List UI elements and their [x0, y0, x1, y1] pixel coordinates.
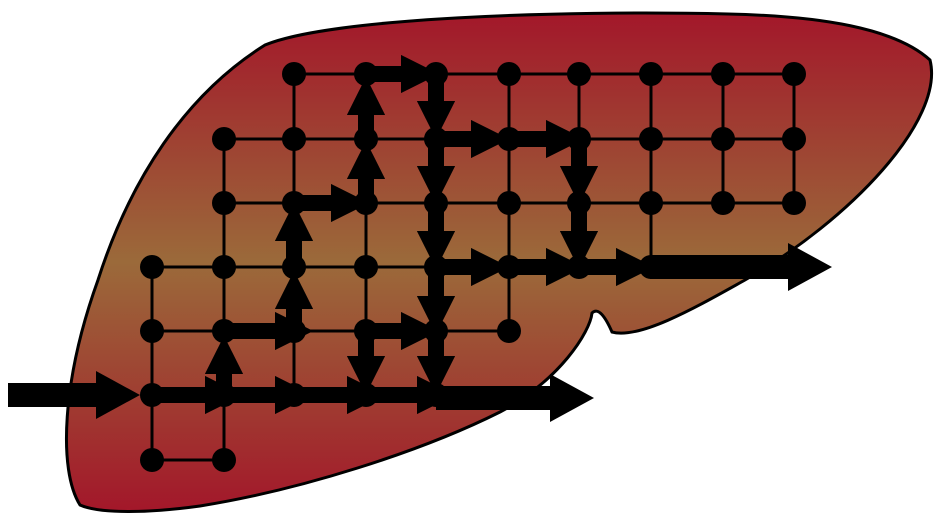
grid-node	[424, 319, 448, 343]
grid-node	[711, 127, 735, 151]
grid-node	[567, 62, 591, 86]
grid-node	[639, 191, 663, 215]
grid-node	[212, 448, 236, 472]
grid-node	[354, 127, 378, 151]
grid-node	[782, 191, 806, 215]
grid-node	[212, 255, 236, 279]
grid-node	[354, 62, 378, 86]
grid-node	[497, 62, 521, 86]
grid-node	[282, 319, 306, 343]
grid-node	[424, 62, 448, 86]
grid-node	[140, 383, 164, 407]
grid-node	[567, 191, 591, 215]
grid-node	[212, 383, 236, 407]
grid-node	[282, 191, 306, 215]
grid-node	[424, 127, 448, 151]
grid-node	[782, 127, 806, 151]
grid-node	[140, 319, 164, 343]
grid-node	[140, 255, 164, 279]
grid-node	[354, 319, 378, 343]
grid-node	[639, 127, 663, 151]
grid-node	[424, 255, 448, 279]
grid-node	[212, 319, 236, 343]
grid-node	[567, 127, 591, 151]
grid-node	[639, 62, 663, 86]
grid-node	[354, 383, 378, 407]
grid-node	[711, 191, 735, 215]
grid-node	[424, 191, 448, 215]
grid-node	[567, 255, 591, 279]
grid-node	[497, 319, 521, 343]
grid-node	[282, 62, 306, 86]
grid-node	[354, 191, 378, 215]
grid-node	[711, 62, 735, 86]
grid-node	[140, 448, 164, 472]
grid-node	[497, 127, 521, 151]
grid-node	[282, 383, 306, 407]
grid-node	[282, 255, 306, 279]
grid-node	[212, 191, 236, 215]
grid-node	[497, 191, 521, 215]
grid-node	[782, 62, 806, 86]
grid-node	[497, 255, 521, 279]
grid-node	[212, 127, 236, 151]
grid-node	[354, 255, 378, 279]
grid-node	[282, 127, 306, 151]
